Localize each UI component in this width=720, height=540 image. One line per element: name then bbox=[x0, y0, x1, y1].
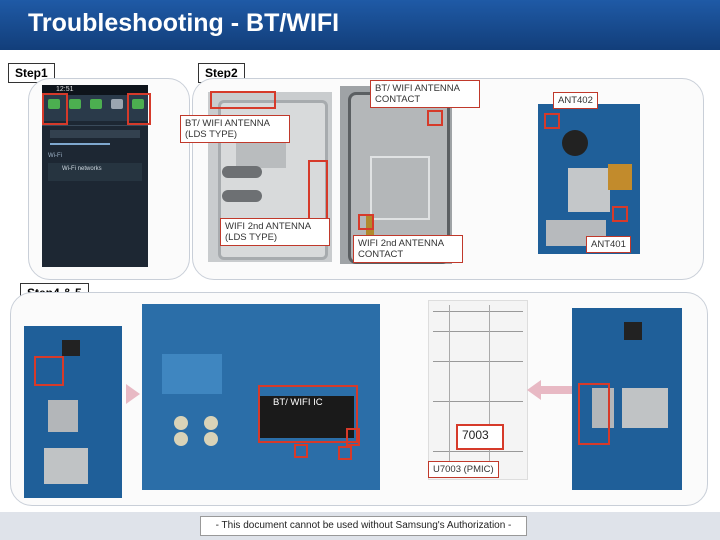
bt-wifi-ic-box bbox=[258, 385, 358, 443]
callout-bt-wifi-antenna-lds: BT/ WIFI ANTENNA (LDS TYPE) bbox=[180, 115, 290, 143]
page-title: Troubleshooting - BT/WIFI bbox=[28, 9, 339, 38]
chip-label: 7003 bbox=[462, 428, 489, 442]
arrow-right-icon bbox=[126, 384, 140, 404]
callout-wifi2-antenna-lds: WIFI 2nd ANTENNA (LDS TYPE) bbox=[220, 218, 330, 246]
callout-u7003: U7003 (PMIC) bbox=[428, 461, 499, 478]
wifi-highlight-box bbox=[42, 93, 68, 125]
callout-bt-wifi-antenna-contact: BT/ WIFI ANTENNA CONTACT bbox=[370, 80, 480, 108]
callout-ant402: ANT402 bbox=[553, 92, 598, 109]
antenna-contact-top-box bbox=[427, 110, 443, 126]
callout-ant401: ANT401 bbox=[586, 236, 631, 253]
antenna-contact-bottom-box bbox=[358, 214, 374, 230]
data-toggle-icon[interactable] bbox=[111, 99, 123, 109]
schematic-diagram bbox=[428, 300, 528, 480]
arrow-left-icon bbox=[527, 380, 541, 400]
ant401-box bbox=[612, 206, 628, 222]
component-box-2 bbox=[294, 444, 308, 458]
rotation-toggle-icon[interactable] bbox=[90, 99, 102, 109]
pmic-region-box bbox=[578, 383, 610, 445]
lds-antenna-side-box bbox=[308, 160, 328, 222]
component-box-1 bbox=[346, 428, 360, 446]
pcb-small-left bbox=[24, 326, 122, 498]
ant402-box bbox=[544, 113, 560, 129]
sound-toggle-icon[interactable] bbox=[69, 99, 81, 109]
menu-wifi[interactable]: Wi-Fi bbox=[48, 153, 62, 159]
lds-antenna-top-box bbox=[210, 91, 276, 109]
component-box-3 bbox=[338, 446, 352, 460]
callout-bt-wifi-ic: BT/ WIFI IC bbox=[270, 396, 326, 409]
footer-disclaimer: - This document cannot be used without S… bbox=[200, 516, 527, 536]
menu-wifi-networks[interactable]: Wi-Fi networks bbox=[62, 166, 102, 172]
arrow-left-shaft bbox=[541, 386, 573, 394]
status-time: 12:51 bbox=[56, 86, 74, 93]
callout-wifi2-antenna-contact: WIFI 2nd ANTENNA CONTACT bbox=[353, 235, 463, 263]
bluetooth-highlight-box bbox=[127, 93, 151, 125]
bt-wifi-ic-small-box bbox=[34, 356, 64, 386]
